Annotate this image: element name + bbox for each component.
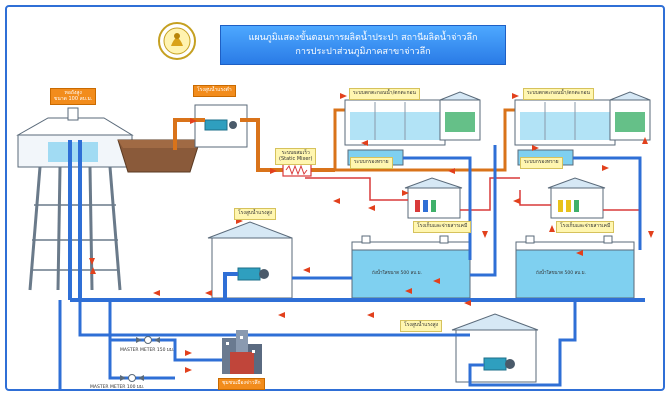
flow-arrows xyxy=(89,93,654,373)
static-mixer-text: ระบบผสมเร็ว (Static Mixer) xyxy=(279,150,313,162)
master-meter-2-label: MASTER METER 100 มม. xyxy=(90,385,145,390)
static-mixer-label: ระบบผสมเร็ว (Static Mixer) xyxy=(275,148,317,165)
sedimentation-2-label: ระบบตกตะกอนน้ำ/ตกตะกอน xyxy=(523,88,594,100)
title-line-2: การประปาส่วนภูมิภาคสาขาจ่าวลึก xyxy=(295,47,431,57)
master-meter-2-icon xyxy=(120,374,144,382)
sedimentation-1-label: ระบบตกตะกอนน้ำ/ตกตะกอน xyxy=(349,88,420,100)
title-line-1: แผนภูมิแสดงขั้นตอนการผลิตน้ำประปา สถานีผ… xyxy=(248,33,478,43)
clear-water-tank-1-label: ถังน้ำใสขนาด 500 ลบ.ม. xyxy=(372,271,422,276)
raw-water-reservoir xyxy=(117,139,201,173)
clear-water-tank-2 xyxy=(515,235,635,299)
city-buildings-icon xyxy=(222,330,262,374)
master-meter-1-label: MASTER METER 150 มม. xyxy=(120,348,175,353)
high-lift-pump-house-2 xyxy=(451,313,539,383)
outer-frame xyxy=(5,5,665,391)
chemical-house-1-label: โรงเก็บและจ่ายสารเคมี xyxy=(413,221,472,233)
master-meter-1-icon xyxy=(136,336,160,344)
emblem-logo-icon xyxy=(157,20,197,62)
clear-water-tank-2-label: ถังน้ำใสขนาด 500 ลบ.ม. xyxy=(536,271,586,276)
clean-water-pipeline xyxy=(58,145,645,390)
elevated-tank-text: หอถังสูง ขนาด 100 ลบ.ม. xyxy=(54,90,93,102)
high-lift-pump-house-1 xyxy=(207,221,293,299)
elevated-tank-label: หอถังสูง ขนาด 100 ลบ.ม. xyxy=(50,88,97,105)
high-lift-pump-2-label: โรงสูบน้ำแรงสูง xyxy=(400,320,443,332)
community-label: ชุมชนเมืองจ่าวลึก xyxy=(218,378,265,390)
chemical-house-2 xyxy=(547,177,606,219)
raw-water-pump-house xyxy=(194,104,248,148)
filter-1-label: ระบบกรองทราย xyxy=(350,157,393,169)
treatment-unit-1 xyxy=(344,91,481,166)
elevated-tank xyxy=(16,107,134,300)
high-lift-pump-1-label: โรงสูบน้ำแรงสูง xyxy=(234,208,277,220)
treatment-unit-2 xyxy=(514,91,651,166)
chemical-house-2-label: โรงเก็บและจ่ายสารเคมี xyxy=(556,221,615,233)
chemical-house-1 xyxy=(404,177,463,219)
filter-2-label: ระบบกรองทราย xyxy=(520,157,563,169)
page-title: แผนภูมิแสดงขั้นตอนการผลิตน้ำประปา สถานีผ… xyxy=(220,25,506,65)
raw-pump-station-label: โรงสูบน้ำแรงต่ำ xyxy=(193,85,236,97)
